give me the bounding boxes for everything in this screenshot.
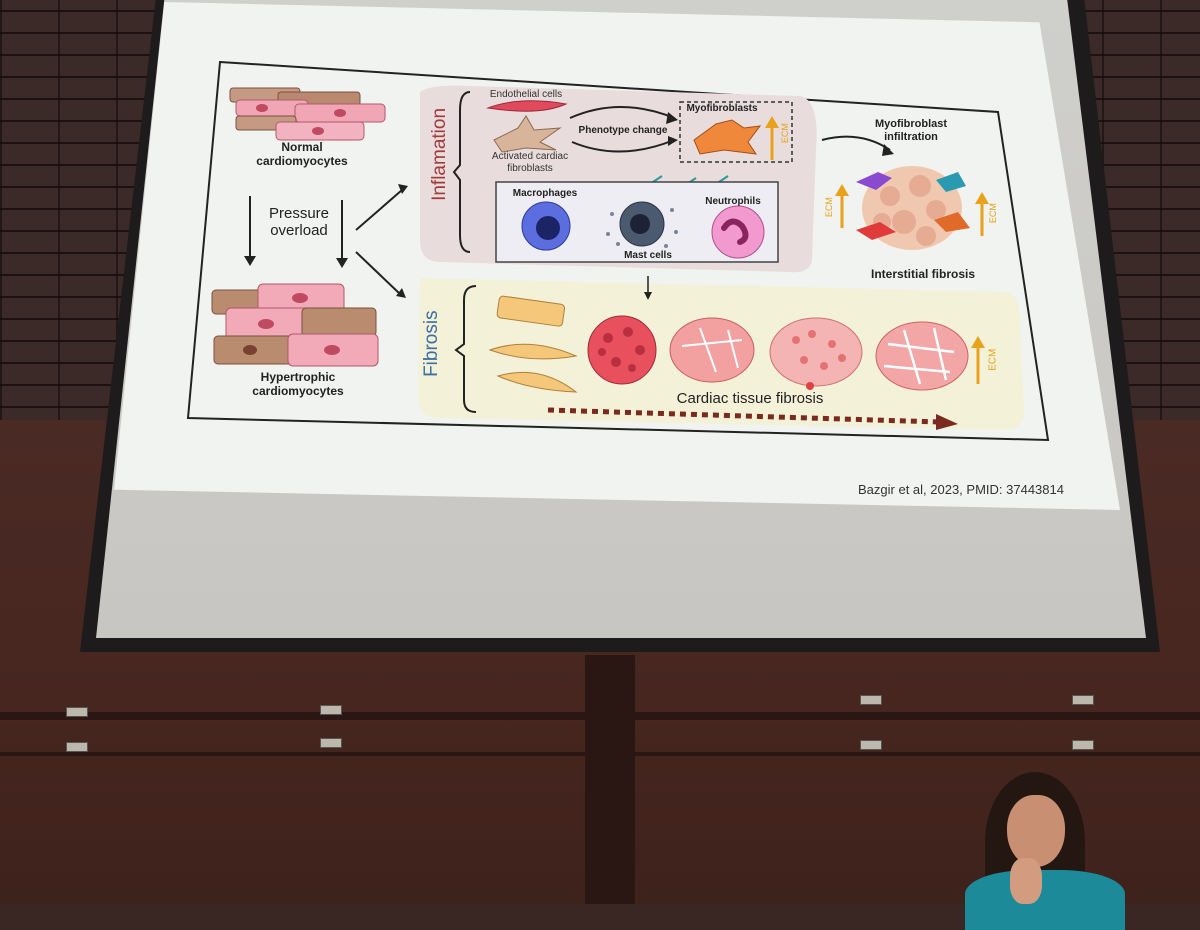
neutrophil-icon <box>712 206 764 258</box>
presenter-hand <box>1010 858 1042 904</box>
macrophages-label: Macrophages <box>500 188 590 200</box>
activated-fibroblast-label: Activated cardiac fibroblasts <box>480 151 580 174</box>
branch-arrow <box>356 190 402 230</box>
phenotype-label: Phenotype change <box>570 125 676 137</box>
hypertrophic-label: Hypertrophic cardiomyocytes <box>236 371 360 399</box>
ecm-label-left: ECM <box>824 192 834 222</box>
normal-cardiomyocytes-icon <box>230 88 385 140</box>
citation: Bazgir et al, 2023, PMID: 37443814 <box>858 482 1064 497</box>
tissue-stage-2-icon <box>670 318 754 382</box>
down-arrow-head <box>244 256 256 266</box>
myofibroblasts-label: Myofibroblasts <box>680 103 764 115</box>
down-arrow-head <box>336 258 348 268</box>
neutrophils-label: Neutrophils <box>698 196 768 208</box>
hypertrophic-cardiomyocytes-icon <box>212 284 378 366</box>
pressure-label: Pressure overload <box>254 205 344 240</box>
ecm-label: ECM <box>780 118 790 148</box>
fibrosis-label: Fibrosis <box>421 317 443 377</box>
normal-label: Normal cardiomyocytes <box>252 141 352 169</box>
endothelial-label: Endothelial cells <box>476 89 576 101</box>
presenter-face <box>1007 795 1065 867</box>
infiltration-label: Myofibroblast infiltration <box>856 118 966 143</box>
tissue-stage-1-icon <box>588 316 656 384</box>
cardiac-tissue-label: Cardiac tissue fibrosis <box>660 390 840 407</box>
inflammation-label: Inflamation <box>429 121 451 201</box>
presenter-shirt <box>965 870 1125 930</box>
interstitial-label: Interstitial fibrosis <box>848 268 998 282</box>
tissue-stage-3-icon <box>770 318 862 386</box>
branch-arrow <box>356 252 400 294</box>
mast-cells-label: Mast cells <box>608 250 688 262</box>
ecm-label-fibrosis: ECM <box>987 345 999 375</box>
tissue-stage-4-icon <box>876 322 968 390</box>
ecm-label-right: ECM <box>988 198 998 228</box>
